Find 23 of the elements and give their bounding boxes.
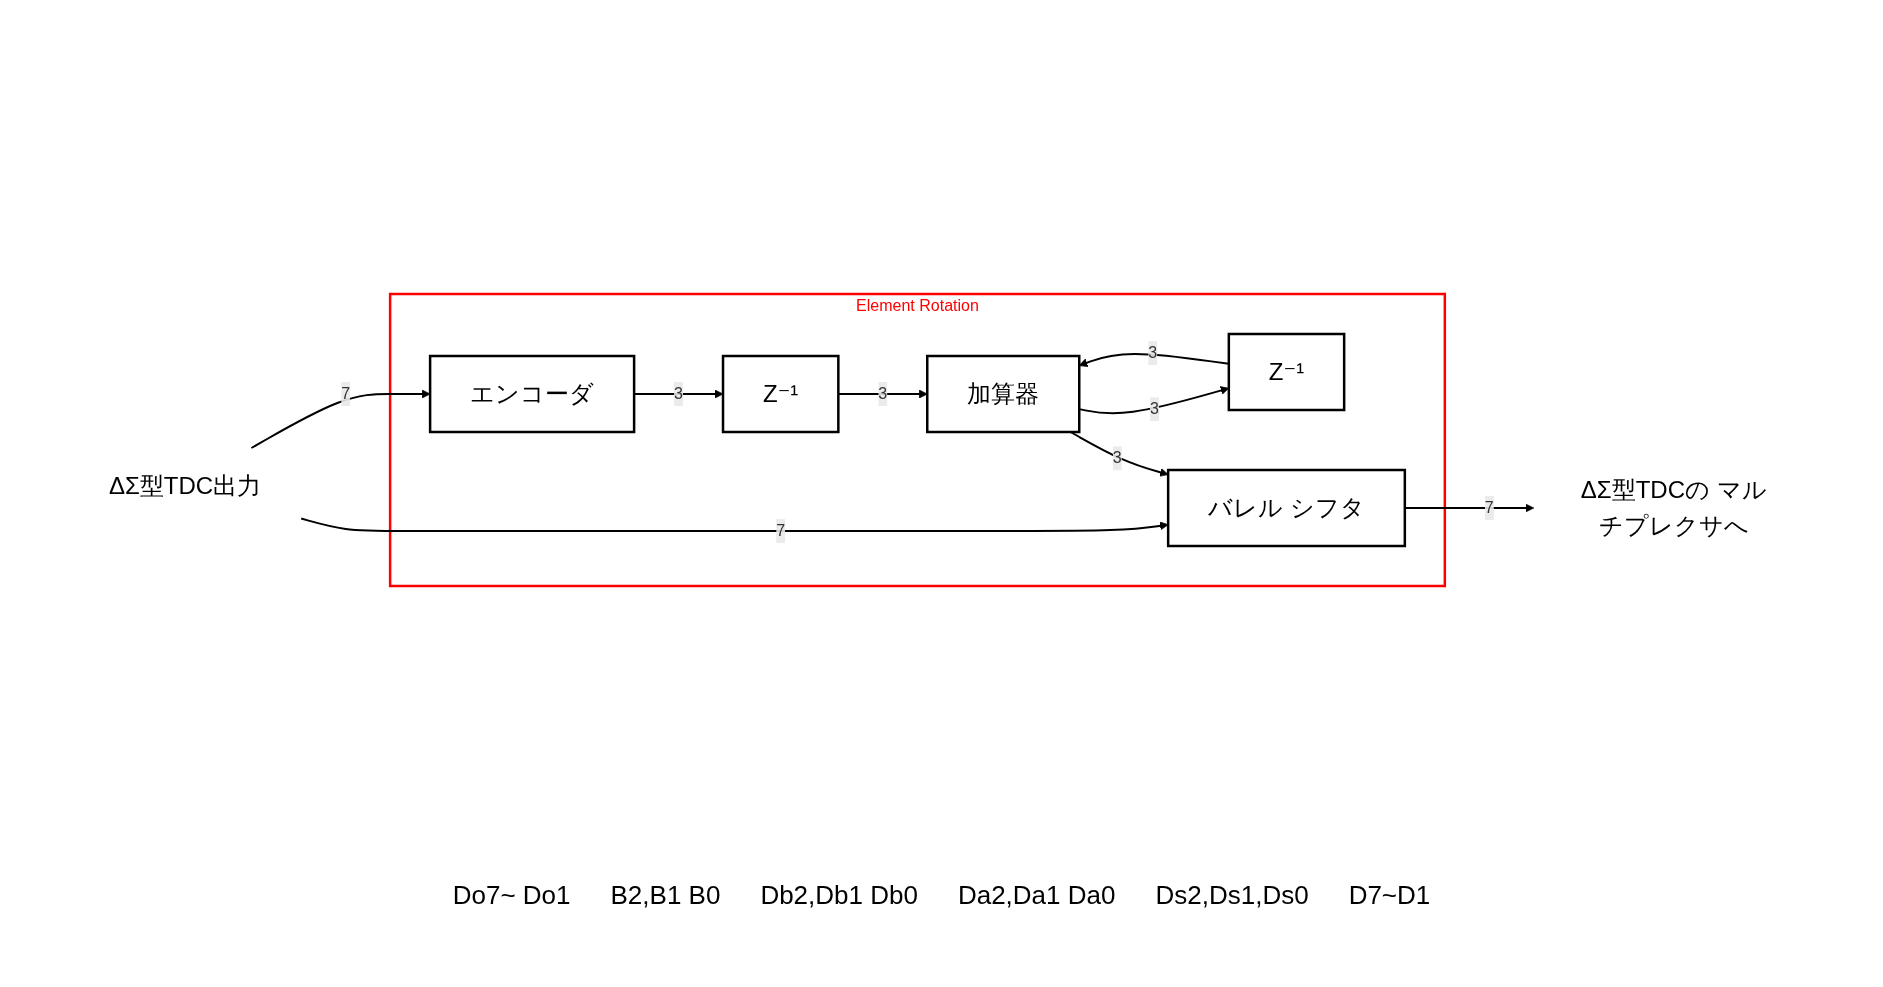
node-box: エンコーダ [429,354,636,434]
edge-label: 3 [878,385,888,402]
edge-label: 7 [1484,499,1494,516]
edge-label: 3 [1112,449,1122,467]
edge-label: 3 [1150,400,1160,418]
node-box: バレル シフタ [1167,468,1407,548]
node-text: ΔΣ型TDCの マルチプレクサへ [1580,476,1767,539]
arrow [250,389,431,449]
signal-name-label: Db2,Db1 Db0 [760,880,918,911]
edge-label: 3 [674,385,684,402]
edge-label: 7 [776,522,786,539]
signal-name-label: B2,B1 B0 [610,880,721,911]
arrow [300,517,1169,532]
edge-label: 7 [341,385,351,402]
node-box: 加算器 [926,354,1081,434]
signal-name-label: D7~D1 [1348,880,1431,911]
node-box: Z⁻¹ [721,354,840,434]
node-text: ΔΣ型TDC出力 [109,472,262,499]
signal-name-label: Da2,Da1 Da0 [957,880,1116,911]
signal-name-label: Do7~ Do1 [452,880,571,911]
signal-name-label: Ds2,Ds1,Ds0 [1155,880,1309,911]
node-box: Z⁻¹ [1227,332,1346,412]
edge-label: 3 [1148,344,1158,362]
